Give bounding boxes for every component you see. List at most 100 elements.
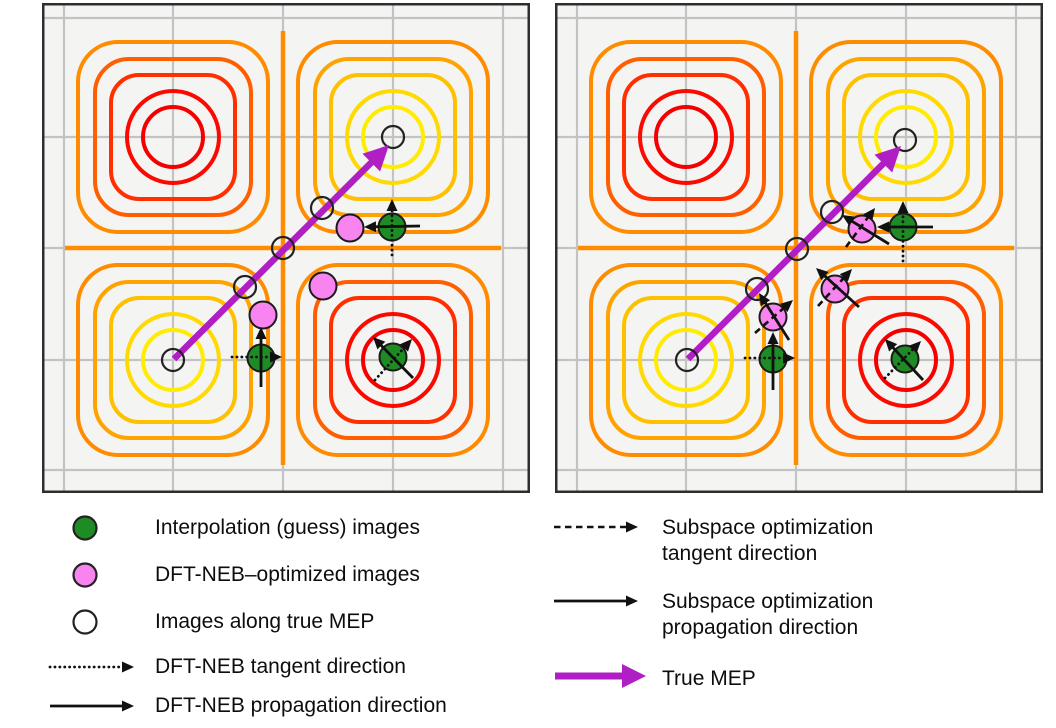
solid-direction-arrow [890, 345, 925, 381]
dashed-direction-arrow [754, 305, 787, 334]
optimized-image-marker [308, 271, 338, 301]
contour-ring [654, 105, 718, 169]
dotted-direction-arrow-head [908, 341, 921, 354]
contour-ring [809, 263, 1003, 457]
true-mep-arrow-head [362, 145, 389, 172]
legend-item: DFT-NEB tangent direction [38, 649, 447, 684]
legend-label: Subspace optimization tangent direction [662, 515, 873, 567]
contour-ring [109, 296, 237, 424]
contour-ring [858, 89, 954, 185]
contour-ring [76, 40, 270, 234]
contour-ring [313, 280, 473, 440]
true-mep-image-marker [160, 347, 186, 373]
legend-icon-col [552, 518, 648, 541]
legend-icon-col [38, 697, 155, 715]
legend-icon-col [552, 592, 648, 615]
contour-ring [858, 312, 954, 408]
legend-icon-col [38, 658, 155, 676]
panel-border [555, 3, 1043, 493]
true-mep-image-marker [744, 276, 770, 302]
true-mep-image-icon [72, 608, 98, 635]
dashed-arrow-icon [554, 521, 638, 533]
dashed-arrow-icon-line-head [626, 521, 638, 533]
dashed-direction-arrow [817, 275, 847, 307]
solid-direction-arrow-head [885, 339, 898, 352]
contour-ring [329, 296, 457, 424]
dotted-direction-arrow-head [270, 351, 282, 363]
legend-label: True MEP [662, 666, 756, 692]
legend-label-line: propagation direction [662, 616, 859, 639]
guess-image-icon [72, 514, 98, 541]
dotted-direction-arrow-head [386, 199, 398, 211]
contour-ring [141, 328, 205, 392]
legend-item: True MEP [552, 663, 873, 694]
solid-direction-arrow-head [255, 327, 267, 339]
contour-ring [826, 280, 986, 440]
dotted-direction-arrow-head [399, 339, 412, 352]
contour-ring [842, 296, 970, 424]
contour-ring [296, 263, 490, 457]
contour-ring [638, 312, 734, 408]
contour-ring [109, 73, 237, 201]
true-mep-arrow-head [874, 146, 901, 173]
optimized-image-marker [335, 213, 365, 243]
legend-icon-col [552, 663, 648, 694]
panel-dft-neb [42, 3, 530, 493]
dashed-direction-arrow-head [839, 269, 852, 282]
solid-direction-arrow-head [364, 221, 377, 233]
dashed-direction-arrow-head [780, 300, 793, 312]
solid-direction-arrow-head [842, 215, 856, 226]
legend-icon-col [38, 605, 155, 639]
solid-direction-arrow-head [816, 268, 829, 281]
contour-ring [874, 328, 938, 392]
dashed-direction-arrow-head [863, 208, 875, 221]
solid-direction-arrow [763, 300, 791, 341]
solid-arrow-icon-line-head [626, 595, 638, 607]
legend-label-line: tangent direction [662, 542, 818, 565]
panel-subspace-optimization [555, 3, 1043, 493]
legend-icon-col [38, 558, 155, 592]
contour-ring [93, 57, 253, 217]
legend-item: Images along true MEP [38, 598, 447, 645]
true-mep-image-marker [819, 199, 845, 225]
true-mep-image-marker [784, 236, 810, 262]
contour-ring [589, 40, 783, 234]
solid-direction-arrow-head [767, 332, 779, 344]
contour-ring [638, 89, 734, 185]
legend-label: Interpolation (guess) images [155, 515, 420, 539]
true-mep-image-marker [674, 347, 700, 373]
contour-ring [361, 105, 425, 169]
legend-icon-col [38, 511, 155, 545]
contour-ring [345, 312, 441, 408]
solid-arrow-icon [554, 595, 638, 607]
dotted-direction-arrow [883, 346, 916, 380]
contour-ring [345, 89, 441, 185]
dotted-arrow-icon-line-head [122, 661, 134, 672]
true-mep-arrow-shaft [685, 157, 890, 362]
solid-direction-arrow-head [759, 293, 771, 307]
legend-label-line: Subspace optimization [662, 516, 874, 539]
contour-ring [874, 105, 938, 169]
true-mep-image-marker [380, 124, 406, 150]
solid-direction-arrow [822, 273, 860, 309]
legend-label: DFT-NEB tangent direction [155, 654, 406, 678]
dashed-direction-arrow [844, 215, 871, 248]
true-mep-arrow-icon-head [622, 664, 646, 688]
contour-ring [842, 73, 970, 201]
solid-direction-arrow [373, 224, 421, 229]
solid-arrow-icon-line-head [122, 700, 134, 711]
contour-ring [654, 328, 718, 392]
contour-ring [606, 57, 766, 217]
contour-ring [622, 296, 750, 424]
solid-direction-arrow [849, 219, 890, 246]
solid-direction-arrow-head [877, 221, 889, 233]
contour-ring [125, 312, 221, 408]
optimized-image-icon [72, 561, 98, 588]
dotted-arrow-icon [48, 661, 134, 672]
true-mep-image-marker [232, 274, 258, 300]
legend-item: DFT-NEB–optimized images [38, 551, 447, 598]
solid-direction-arrow-head [373, 337, 386, 350]
